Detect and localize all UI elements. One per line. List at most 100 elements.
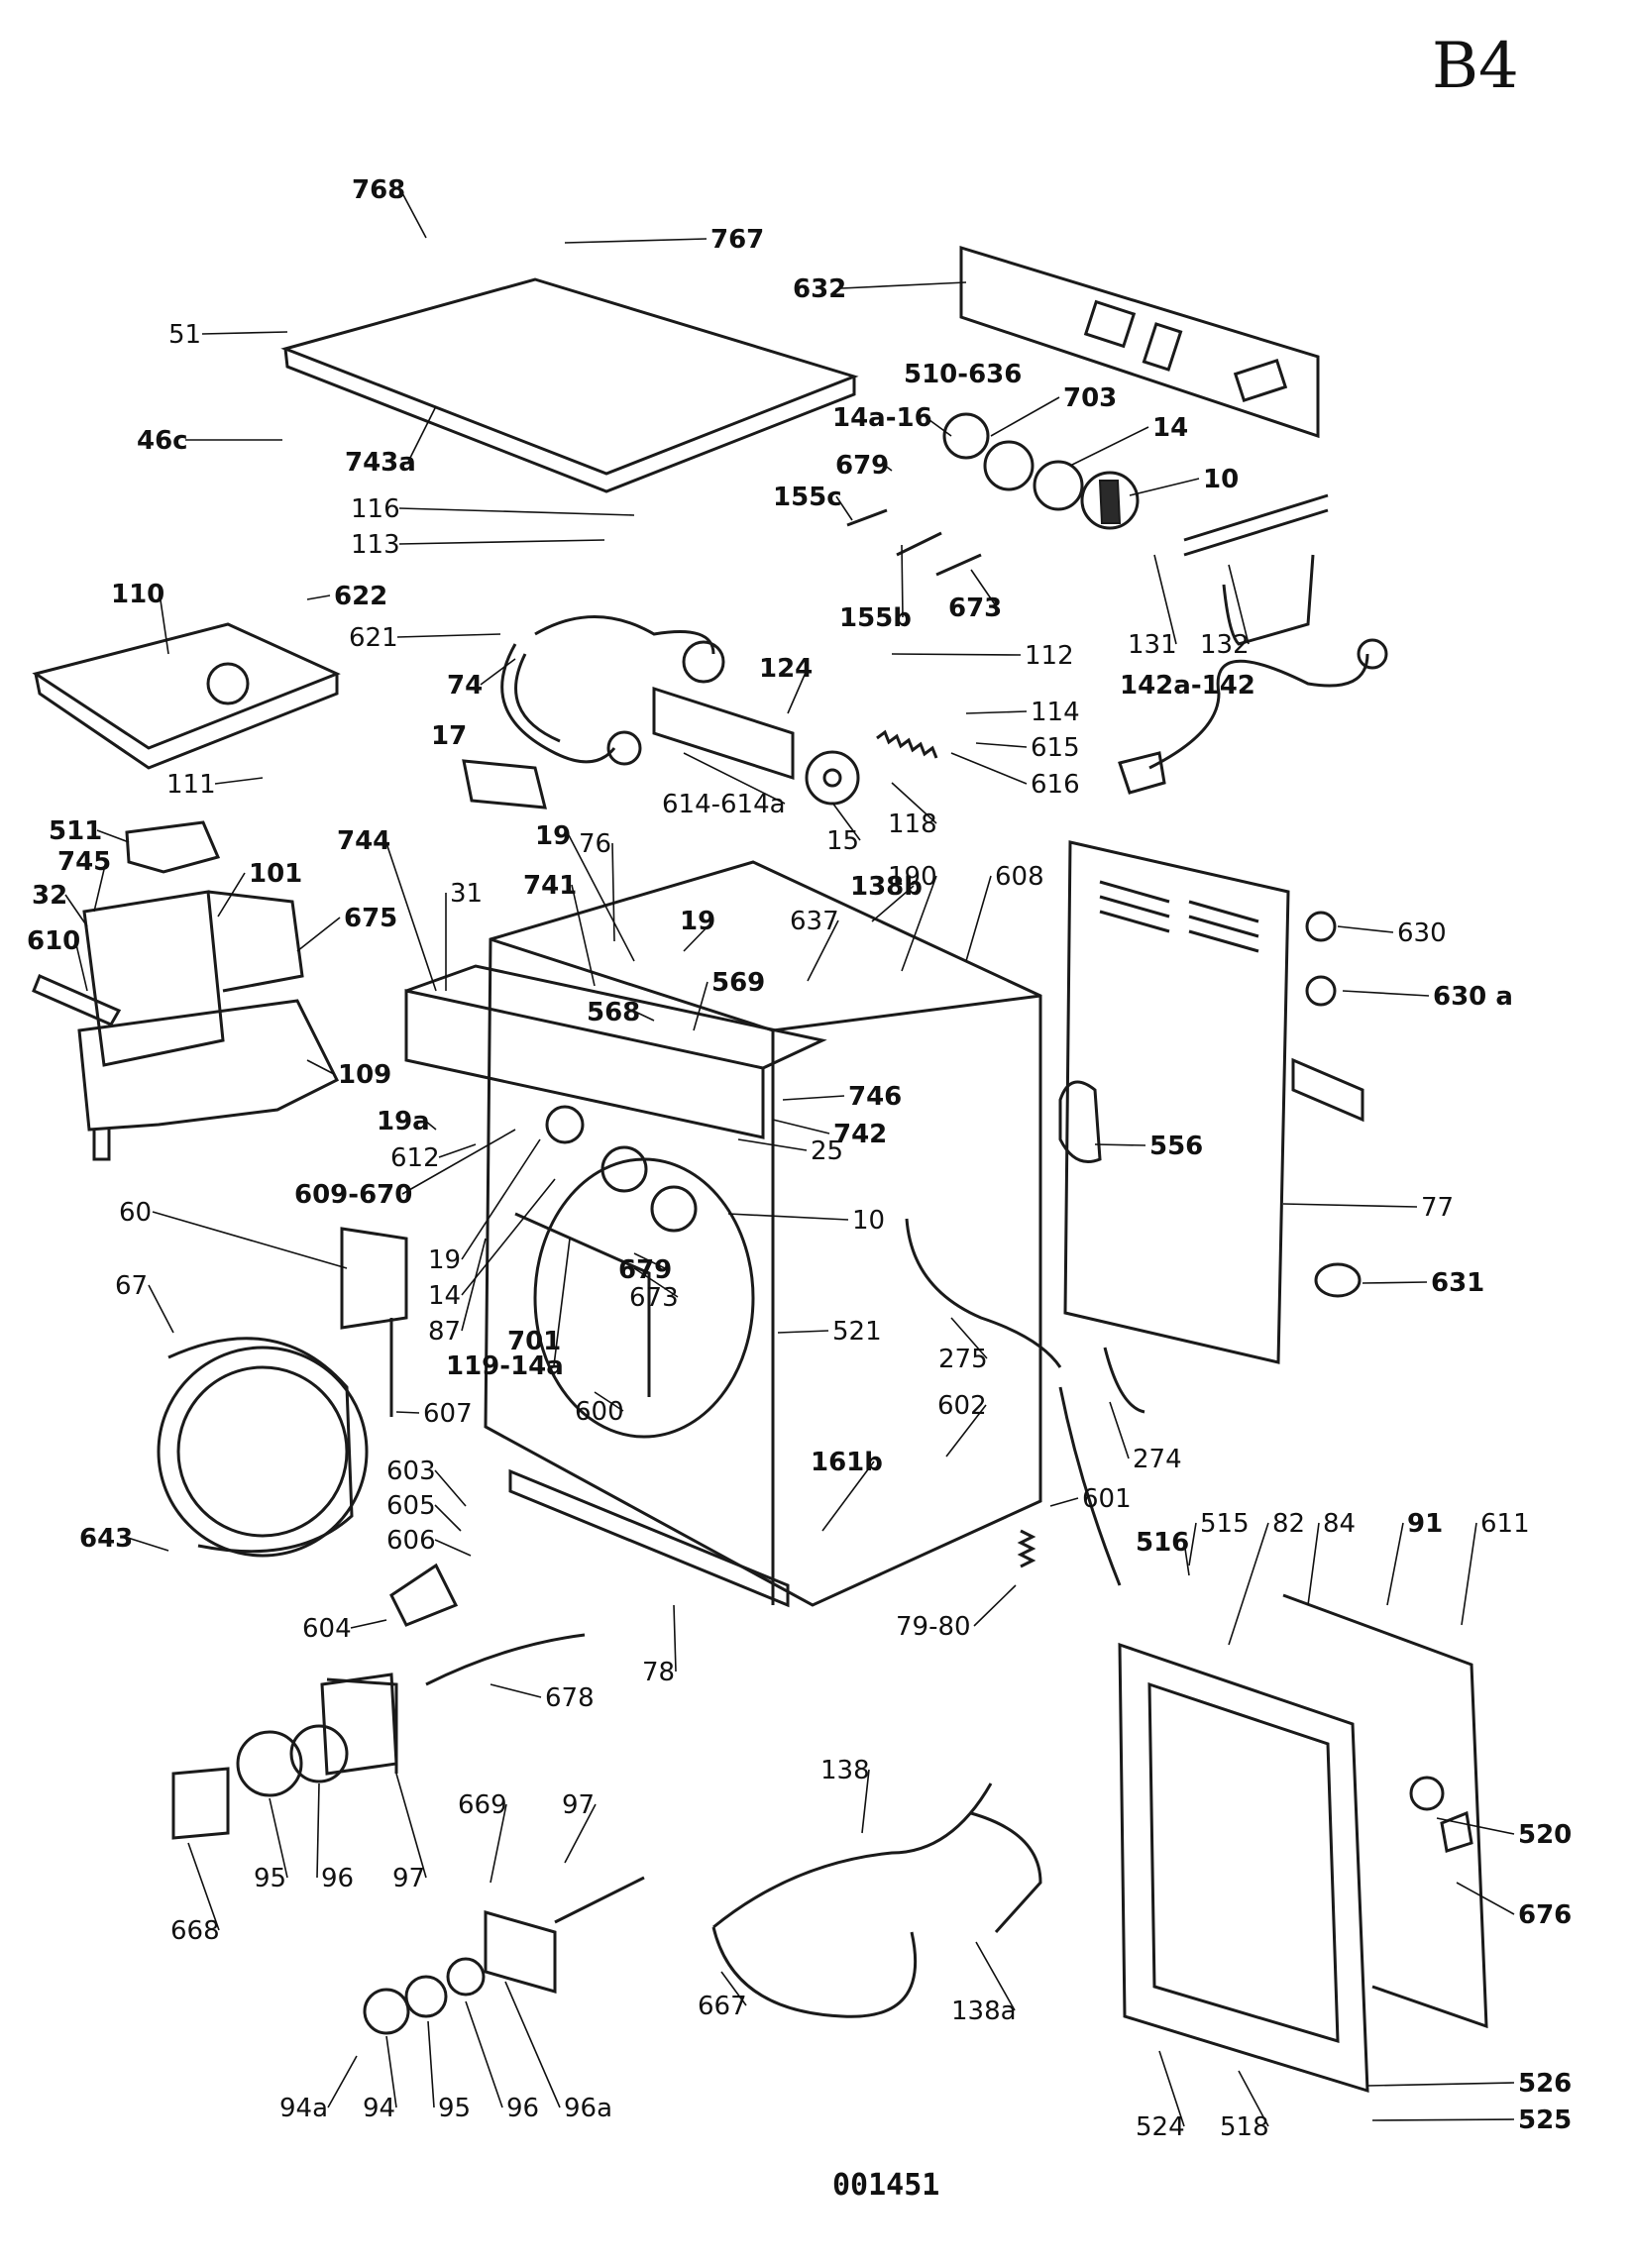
leader-line bbox=[1362, 1281, 1428, 1284]
control-panel-back-part bbox=[959, 245, 1320, 439]
front-door-frame-part bbox=[1118, 1593, 1488, 2094]
plinth-part bbox=[508, 1468, 790, 1608]
leader-line bbox=[296, 917, 341, 952]
leader-line bbox=[96, 829, 130, 843]
leader-line bbox=[434, 1504, 462, 1532]
leader-line bbox=[398, 539, 605, 545]
callout-label: 113 bbox=[351, 530, 400, 560]
leader-line bbox=[1069, 426, 1149, 467]
callout-label: 701 bbox=[507, 1327, 561, 1356]
leader-line bbox=[568, 834, 635, 962]
callout-label: 515 bbox=[1200, 1509, 1250, 1539]
callout-label: 601 bbox=[1082, 1484, 1132, 1514]
callout-label: 94a bbox=[279, 2094, 328, 2123]
part-drawings bbox=[32, 245, 1488, 2094]
callout-label: 703 bbox=[1063, 383, 1117, 413]
callout-label: 607 bbox=[423, 1399, 473, 1429]
callout-label: 190 bbox=[888, 862, 937, 892]
callout-label: 155c bbox=[773, 483, 842, 512]
callout-label: 14 bbox=[1152, 413, 1188, 443]
leader-line bbox=[1109, 1401, 1130, 1459]
callout-label: 568 bbox=[587, 998, 640, 1027]
callout-label: 679 bbox=[835, 451, 889, 481]
callout-label: 82 bbox=[1272, 1509, 1305, 1539]
callout-label: 521 bbox=[832, 1317, 882, 1347]
leader-line bbox=[990, 396, 1060, 437]
leader-line bbox=[871, 885, 915, 922]
leader-line bbox=[461, 1178, 556, 1296]
leader-line bbox=[306, 1059, 335, 1075]
leader-line bbox=[925, 416, 952, 437]
leader-line bbox=[427, 2020, 435, 2108]
callout-label: 31 bbox=[450, 879, 483, 909]
callout-label: 32 bbox=[32, 881, 67, 911]
callout-label: 101 bbox=[249, 859, 302, 889]
callout-label: 616 bbox=[1031, 770, 1080, 800]
leader-line bbox=[1228, 1522, 1269, 1646]
callout-label: 118 bbox=[888, 810, 937, 839]
callout-label: 606 bbox=[386, 1526, 436, 1556]
leader-line bbox=[683, 919, 714, 952]
leader-line bbox=[1371, 2118, 1515, 2121]
leader-line bbox=[1282, 1203, 1418, 1208]
leader-line bbox=[504, 1981, 561, 2108]
leader-line bbox=[973, 1584, 1017, 1627]
callout-label: 138b bbox=[850, 872, 923, 902]
leader-line bbox=[438, 1143, 477, 1158]
part-15 bbox=[805, 750, 860, 806]
leader-line bbox=[74, 939, 88, 992]
leader-line bbox=[395, 1773, 427, 1879]
leader-line bbox=[673, 1604, 677, 1673]
callout-label: 673 bbox=[629, 1283, 679, 1313]
leader-line bbox=[385, 2035, 397, 2108]
callout-label: 632 bbox=[793, 274, 846, 304]
leader-line bbox=[148, 1284, 174, 1334]
leader-line bbox=[883, 464, 893, 472]
leader-line bbox=[490, 1683, 542, 1698]
leader-line bbox=[821, 1460, 875, 1532]
hose-74-part bbox=[500, 615, 715, 764]
bracket-614-part bbox=[652, 686, 795, 781]
callout-label: 675 bbox=[344, 904, 397, 933]
leader-lines bbox=[64, 188, 1515, 2127]
callout-label: 274 bbox=[1133, 1445, 1182, 1474]
callout-label: 768 bbox=[352, 175, 405, 205]
callout-label: 603 bbox=[386, 1457, 436, 1486]
leader-line bbox=[861, 1769, 870, 1834]
callout-label: 604 bbox=[302, 1614, 352, 1644]
leader-line bbox=[564, 238, 708, 244]
callout-label: 95 bbox=[254, 1864, 286, 1893]
callout-label: 621 bbox=[349, 623, 398, 653]
leader-line bbox=[1366, 2082, 1515, 2087]
leader-line bbox=[465, 2000, 503, 2108]
callout-label: 673 bbox=[948, 594, 1002, 623]
callout-label: 76 bbox=[579, 829, 611, 859]
leader-line bbox=[1337, 925, 1394, 933]
callout-label: 138a bbox=[951, 1997, 1017, 2026]
callout-label: 51 bbox=[168, 320, 201, 350]
leader-line bbox=[901, 544, 904, 618]
callout-label: 19 bbox=[680, 907, 715, 936]
leader-line bbox=[737, 1138, 808, 1151]
callout-label: 97 bbox=[392, 1864, 425, 1893]
callout-label: 510-636 bbox=[904, 360, 1022, 389]
leader-line bbox=[975, 742, 1028, 748]
leader-line bbox=[316, 1782, 320, 1879]
callout-label: 614-614a bbox=[662, 790, 786, 819]
callout-label: 605 bbox=[386, 1491, 436, 1521]
callout-label: 767 bbox=[710, 225, 764, 255]
callout-label: 608 bbox=[995, 862, 1044, 892]
callout-label: 111 bbox=[166, 770, 216, 800]
callout-label: 630 a bbox=[1433, 982, 1513, 1012]
leader-line bbox=[399, 188, 427, 239]
leader-line bbox=[1129, 478, 1200, 496]
leader-line bbox=[401, 1129, 516, 1195]
callout-label: 678 bbox=[545, 1683, 595, 1713]
callout-label: 667 bbox=[698, 1992, 747, 2021]
callout-label: 669 bbox=[458, 1790, 507, 1820]
leader-line bbox=[187, 1842, 220, 1931]
leader-line bbox=[398, 507, 635, 516]
callout-label: 97 bbox=[562, 1790, 595, 1820]
callout-label: 119-14a bbox=[446, 1351, 564, 1381]
